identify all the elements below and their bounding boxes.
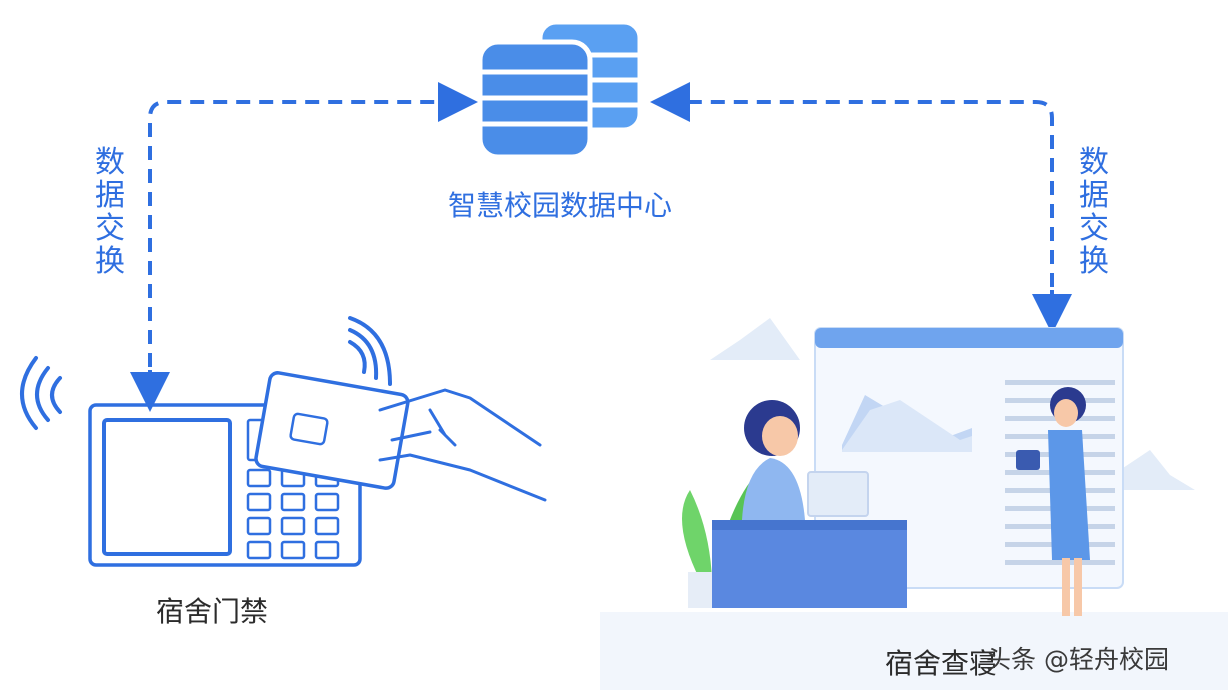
hand-icon [378,388,547,502]
wireless-signal-icon-left [20,356,62,430]
right-link-line [650,82,1054,310]
card-reader-device [88,403,362,567]
database-icon [477,19,643,160]
left-link-line [148,82,478,390]
data-center-title: 智慧校园数据中心 [448,189,673,222]
tablet-icon [1016,450,1040,470]
wireless-signal-icon-right [348,316,392,386]
dorm-inspection-label: 宿舍查寝 [885,647,998,680]
left-link-label: 数据交换 [95,145,125,279]
access-card-icon [254,371,410,490]
room-inspection-illustration [600,318,1228,690]
dorm-access-label: 宿舍门禁 [156,595,269,628]
right-link-label: 数据交换 [1079,145,1109,279]
watermark: 头条 @轻舟校园 [986,645,1169,674]
